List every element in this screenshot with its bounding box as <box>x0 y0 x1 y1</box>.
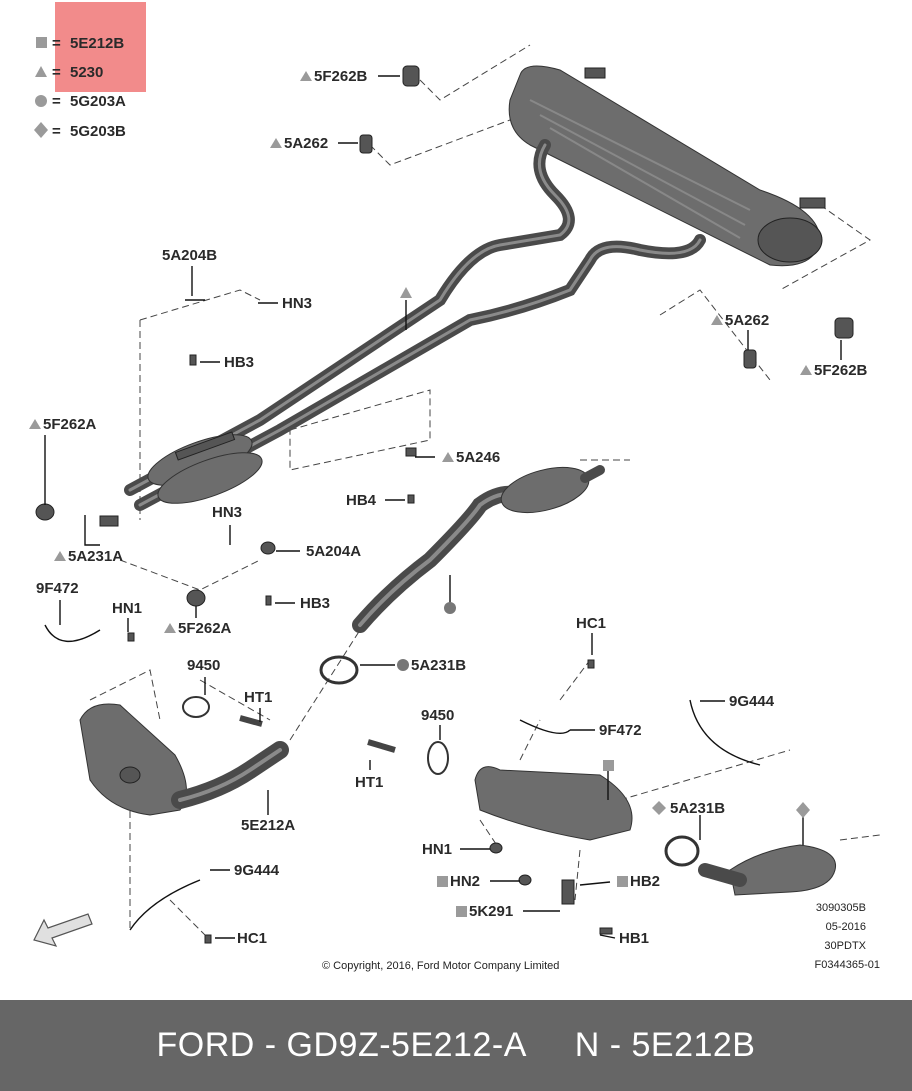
callout-labels: 5F262B 5A262 5A204B HN3 HB3 5A262 5F262B… <box>36 68 868 947</box>
callout-label: HT1 <box>355 774 383 791</box>
callout-label: HB1 <box>619 930 649 947</box>
square-symbol <box>603 760 614 771</box>
callout-label: HN3 <box>212 504 242 521</box>
callout-label: HN2 <box>450 873 480 890</box>
drawing-date: 05-2016 <box>826 921 866 933</box>
callout-label: 5A204A <box>306 543 361 560</box>
triangle-symbol <box>54 551 66 561</box>
exhaust-system-diagram: = 5E212B = 5230 = 5G203A = 5G203B <box>29 2 881 972</box>
callout-label: 5A262 <box>725 312 769 329</box>
footer-part-number: FORD - GD9Z-5E212-A N - 5E212B <box>156 1026 756 1064</box>
callout-label: 5F262A <box>43 416 97 433</box>
callout-label: HB3 <box>224 354 254 371</box>
diamond-symbol <box>796 802 810 818</box>
triangle-symbol <box>270 138 282 148</box>
callout-label: 9F472 <box>599 722 642 739</box>
front-catalytic-converter <box>79 703 289 816</box>
triangle-symbol <box>400 287 412 298</box>
drawing-number: 3090305B <box>816 902 866 914</box>
callout-label: 9G444 <box>234 862 280 879</box>
callout-label: 9450 <box>187 657 220 674</box>
callout-label: HC1 <box>576 615 606 632</box>
triangle-symbol <box>300 71 312 81</box>
legend-item-diamond: 5G203B <box>70 123 126 140</box>
callout-label: HB2 <box>630 873 660 890</box>
center-pipe <box>352 465 605 633</box>
legend-circle-icon <box>35 95 47 107</box>
callout-label: 5A231A <box>68 548 123 565</box>
legend-separator: = <box>52 123 61 140</box>
rear-muffler <box>508 65 826 267</box>
drawing-code: 30PDTX <box>824 940 866 952</box>
square-symbol <box>437 876 448 887</box>
leader-lines <box>44 75 842 939</box>
legend-square-icon <box>36 37 47 48</box>
callout-label: HN1 <box>112 600 142 617</box>
callout-label: HT1 <box>244 689 272 706</box>
legend-triangle-icon <box>35 66 47 77</box>
diamond-symbol <box>652 801 666 815</box>
part-number-footer: FORD - GD9Z-5E212-A N - 5E212B <box>0 1000 912 1091</box>
callout-label: 5A204B <box>162 247 217 264</box>
triangle-symbol <box>800 365 812 375</box>
callout-label: HN3 <box>282 295 312 312</box>
drawing-info: 3090305B 05-2016 30PDTX F0344365-01 <box>815 902 880 971</box>
square-symbol <box>617 876 628 887</box>
callout-label: 5A231B <box>411 657 466 674</box>
legend-item-triangle: 5230 <box>70 64 103 81</box>
second-catalytic-converter <box>474 766 837 896</box>
callout-label: 9450 <box>421 707 454 724</box>
callout-symbols <box>29 71 812 917</box>
triangle-symbol <box>164 623 176 633</box>
triangle-symbol <box>442 452 454 462</box>
callout-label: 5A231B <box>670 800 725 817</box>
triangle-symbol <box>711 315 723 325</box>
legend-highlight <box>55 2 146 92</box>
drawing-reference: F0344365-01 <box>815 959 880 971</box>
callout-label: 5A262 <box>284 135 328 152</box>
callout-label: HB3 <box>300 595 330 612</box>
legend-diamond-icon <box>34 122 48 138</box>
legend-separator: = <box>52 64 61 81</box>
callout-label: 5F262B <box>314 68 368 85</box>
front-direction-arrow-icon <box>33 913 93 947</box>
legend: = 5E212B = 5230 = 5G203A = 5G203B <box>34 2 146 140</box>
callout-label: 5A246 <box>456 449 500 466</box>
callout-label: HN1 <box>422 841 452 858</box>
triangle-symbol <box>29 419 41 429</box>
callout-label: HB4 <box>346 492 377 509</box>
circle-symbol <box>444 602 456 614</box>
callout-label: 9G444 <box>729 693 775 710</box>
callout-label: HC1 <box>237 930 267 947</box>
intermediate-pipes <box>124 139 706 511</box>
callout-label: 5F262B <box>814 362 868 379</box>
legend-item-square: 5E212B <box>70 35 124 52</box>
callout-label: 5K291 <box>469 903 513 920</box>
callout-label: 9F472 <box>36 580 79 597</box>
copyright-notice: © Copyright, 2016, Ford Motor Company Li… <box>322 960 559 972</box>
circle-symbol <box>397 659 409 671</box>
callout-label: 5E212A <box>241 817 295 834</box>
legend-separator: = <box>52 93 61 110</box>
legend-separator: = <box>52 35 61 52</box>
callout-label: 5F262A <box>178 620 232 637</box>
square-symbol <box>456 906 467 917</box>
hardware <box>35 65 854 944</box>
legend-item-circle: 5G203A <box>70 93 126 110</box>
